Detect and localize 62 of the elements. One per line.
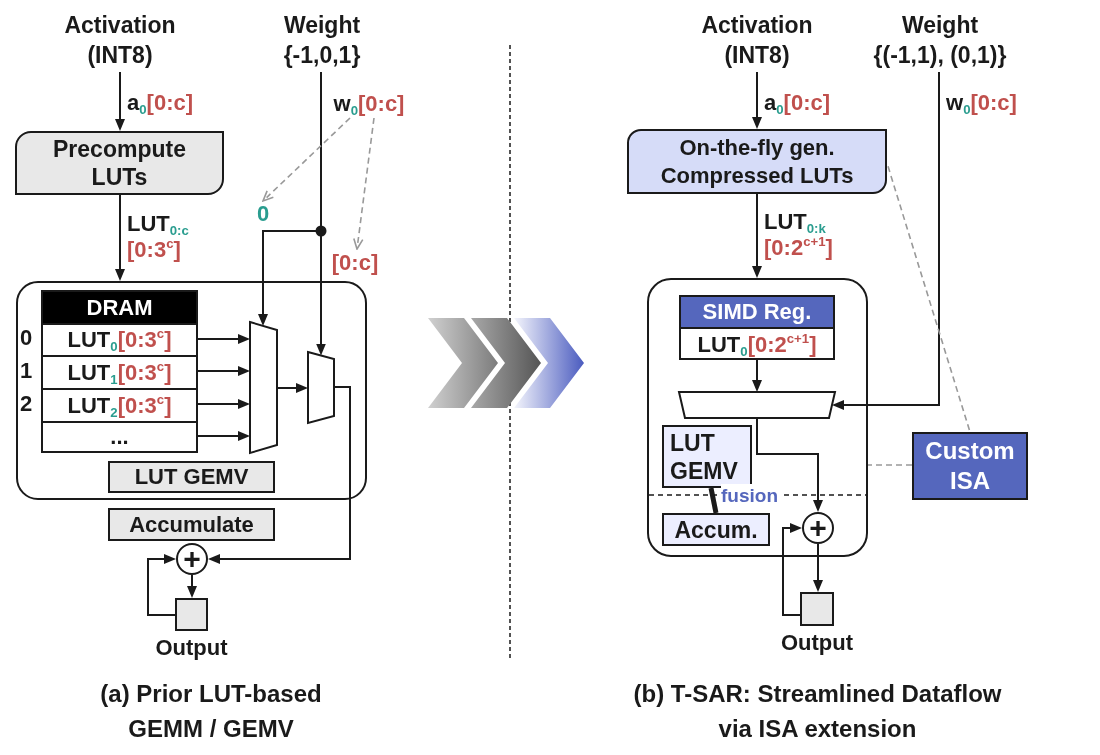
leader-line — [353, 117, 375, 250]
arrow — [115, 194, 125, 281]
process-box — [662, 513, 770, 546]
stage-tag — [108, 508, 275, 541]
arrow — [197, 431, 250, 441]
row-index: 1 — [20, 357, 33, 385]
table-header: DRAM — [43, 292, 196, 323]
table-row: LUT$_{0}$[0:3$^{c}$] — [43, 323, 196, 355]
table-row: LUT$_{0}$[0:2$^{c+1}$] — [681, 327, 833, 358]
caption: (b) T-SAR: Streamlined Dataflow via ISA extension — [632, 679, 1003, 744]
table-row: LUT$_{1}$[0:3$^{c}$] — [43, 355, 196, 388]
arrow — [813, 543, 823, 592]
register-table — [679, 295, 835, 360]
row-index: 0 — [20, 324, 33, 352]
arrow — [147, 554, 176, 616]
fusion-link — [708, 487, 719, 514]
stage-tag — [108, 461, 275, 493]
memory-table — [41, 290, 198, 453]
arrow — [782, 523, 802, 616]
table-header: SIMD Reg. — [681, 297, 833, 327]
arrow — [752, 359, 762, 392]
stage-label: Accumulate — [129, 511, 254, 538]
arrow — [752, 71, 762, 129]
signal-label: 0 — [256, 201, 270, 226]
arrow — [187, 574, 197, 598]
module-frame — [647, 278, 868, 557]
input-label: Activation (INT8) — [700, 11, 814, 70]
output-label: Output — [780, 630, 854, 657]
input-label: Weight {-1,0,1} — [282, 11, 362, 70]
isa-box — [912, 432, 1028, 500]
process-box — [627, 129, 887, 194]
arrow — [197, 334, 250, 344]
plus-sign: + — [809, 515, 827, 541]
arrow — [197, 366, 250, 376]
process-label: On-the-fly gen. Compressed LUTs — [659, 133, 855, 190]
process-label: Accum. — [674, 515, 758, 544]
leader-line — [262, 117, 351, 202]
arrow — [756, 417, 823, 512]
arrow — [832, 71, 940, 410]
leader-line — [867, 464, 913, 466]
signal-label: w$_{0}$[0:c] — [333, 91, 405, 117]
arrow — [115, 71, 125, 131]
module-frame — [16, 281, 367, 500]
process-label: LUT GEMV — [670, 428, 739, 485]
adder-circle — [176, 543, 208, 575]
row-index: 2 — [20, 390, 33, 418]
process-box — [662, 425, 752, 488]
plus-sign: + — [183, 546, 201, 572]
input-label: Activation (INT8) — [63, 11, 177, 70]
arrow — [752, 193, 762, 278]
process-label: Custom ISA — [924, 436, 1016, 496]
table-row: LUT$_{2}$[0:3$^{c}$] — [43, 388, 196, 421]
arrow — [208, 386, 351, 564]
arrow — [197, 399, 250, 409]
output-label: Output — [155, 635, 228, 662]
input-label: Weight {(-1,1), (0,1)} — [872, 11, 1008, 70]
caption: (a) Prior LUT-based GEMM / GEMV — [99, 679, 323, 744]
process-label: Precompute LUTs — [52, 135, 187, 191]
signal-label: [0:c] — [331, 250, 379, 276]
process-box — [15, 131, 224, 195]
adder-circle — [802, 512, 834, 544]
stage-label: LUT GEMV — [134, 464, 249, 490]
